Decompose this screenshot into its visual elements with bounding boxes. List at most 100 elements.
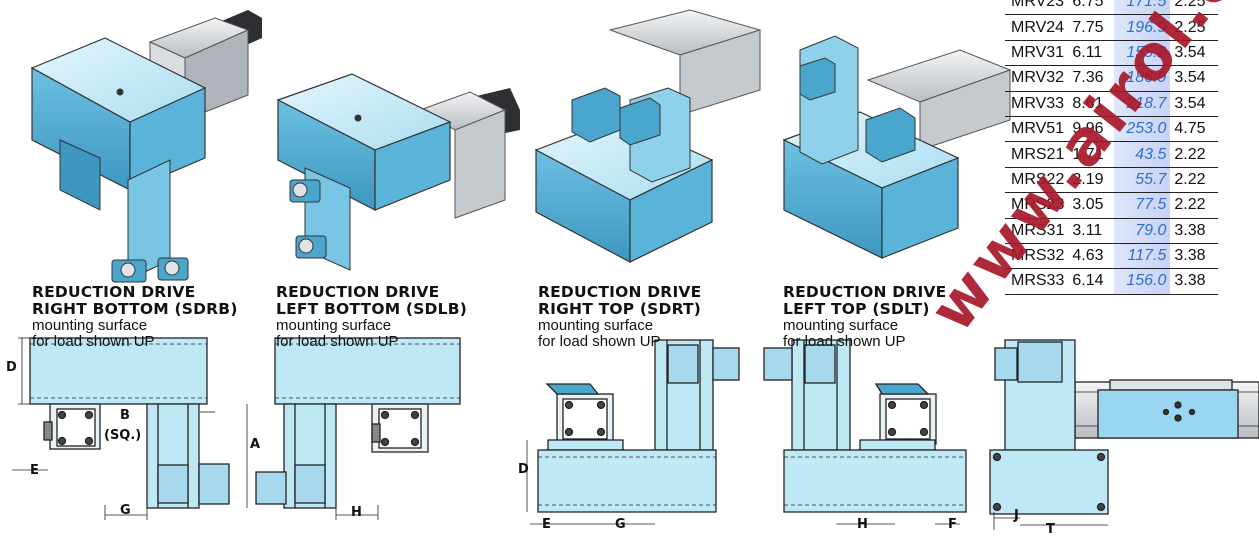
spec-cell-in: 1.71: [1068, 141, 1115, 168]
caption-line: for load shown UP: [783, 333, 906, 350]
spec-cell-w: 2.22: [1170, 141, 1219, 168]
spec-cell-w: 3.38: [1170, 218, 1219, 244]
caption-sdrt-sub: mounting surface for load shown UP: [538, 318, 661, 350]
spec-cell-model: MRV51: [1005, 116, 1069, 143]
spec-cell-w: 3.54: [1170, 91, 1219, 117]
dim-label-a: A: [250, 437, 261, 452]
caption-sdlt-title: REDUCTION DRIVE LEFT TOP (SDLT): [783, 284, 946, 318]
spec-cell-in: 6.14: [1068, 268, 1115, 295]
spec-cell-in: 2.19: [1068, 167, 1115, 194]
caption-line: for load shown UP: [276, 333, 399, 350]
spec-cell-mm: 155.2: [1114, 40, 1171, 67]
spec-cell-mm: 218.7: [1114, 91, 1171, 117]
iso-view-sdrb: [30, 10, 262, 283]
spec-cell-mm: 77.5: [1114, 192, 1171, 219]
spec-cell-in: 3.05: [1068, 192, 1115, 219]
spec-cell-in: 6.75: [1068, 0, 1115, 16]
caption-line: mounting surface: [32, 317, 148, 334]
caption-line: REDUCTION DRIVE: [32, 283, 196, 301]
spec-cell-w: 2.22: [1170, 192, 1219, 219]
caption-line: for load shown UP: [32, 333, 155, 350]
iso-view-sdlb: [276, 73, 520, 271]
dim-label-e: E: [542, 517, 551, 532]
spec-cell-w: 2.22: [1170, 167, 1219, 194]
dim-label-e: E: [30, 463, 39, 478]
caption-sdrb-sub: mounting surface for load shown UP: [32, 318, 155, 350]
spec-cell-mm: 171.5: [1114, 0, 1171, 16]
spec-cell-model: MRS22: [1005, 167, 1069, 194]
ortho-view-sdlt: [763, 339, 967, 525]
spec-cell-mm: 186.9: [1114, 65, 1171, 92]
dim-label-f: F: [948, 517, 957, 532]
ortho-view-sdrb: [12, 337, 230, 520]
dim-label-b: B: [120, 408, 130, 423]
spec-cell-in: 6.11: [1068, 40, 1115, 67]
caption-line: for load shown UP: [538, 333, 661, 350]
dim-label-h: H: [351, 505, 362, 520]
spec-cell-mm: 156.0: [1114, 268, 1171, 295]
dim-label-d: D: [6, 360, 17, 375]
caption-line: LEFT BOTTOM (SDLB): [276, 300, 468, 318]
spec-cell-mm: 253.0: [1114, 116, 1171, 143]
spec-cell-model: MRV24: [1005, 14, 1069, 41]
caption-line: mounting surface: [538, 317, 654, 334]
spec-cell-model: MRS21: [1005, 141, 1069, 168]
spec-cell-model: MRV33: [1005, 91, 1069, 117]
spec-cell-w: 3.38: [1170, 243, 1219, 270]
spec-cell-mm: 43.5: [1114, 141, 1171, 168]
caption-line: LEFT TOP (SDLT): [783, 300, 930, 318]
caption-sdlt-sub: mounting surface for load shown UP: [783, 318, 906, 350]
spec-cell-w: 3.54: [1170, 40, 1219, 67]
caption-line: REDUCTION DRIVE: [538, 283, 702, 301]
spec-cell-in: 7.75: [1068, 14, 1115, 41]
dim-label-sq: (SQ.): [104, 428, 142, 443]
caption-line: mounting surface: [783, 317, 899, 334]
spec-cell-w: 3.38: [1170, 268, 1219, 295]
spec-cell-model: MRV32: [1005, 65, 1069, 92]
spec-cell-w: 4.75: [1170, 116, 1219, 143]
caption-line: RIGHT TOP (SDRT): [538, 300, 702, 318]
ortho-view-sdlb: [246, 337, 461, 520]
dim-label-h: H: [857, 517, 868, 532]
caption-line: RIGHT BOTTOM (SDRB): [32, 300, 238, 318]
caption-sdrt-title: REDUCTION DRIVE RIGHT TOP (SDRT): [538, 284, 701, 318]
spec-cell-in: 8.61: [1068, 91, 1115, 117]
spec-cell-w: 2.25: [1170, 0, 1219, 16]
spec-cell-model: MRS23: [1005, 192, 1069, 219]
dim-label-g: G: [615, 517, 626, 532]
caption-sdlb-title: REDUCTION DRIVE LEFT BOTTOM (SDLB): [276, 284, 467, 318]
caption-sdrb-title: REDUCTION DRIVE RIGHT BOTTOM (SDRB): [32, 284, 238, 318]
spec-cell-in: 7.36: [1068, 65, 1115, 92]
dim-label-d: D: [518, 462, 529, 477]
iso-view-sdlt: [782, 35, 1012, 259]
ortho-view-side: [989, 339, 1259, 530]
dim-label-g: G: [120, 503, 131, 518]
spec-cell-in: 4.63: [1068, 243, 1115, 270]
spec-cell-mm: 79.0: [1114, 218, 1171, 244]
spec-cell-w: 2.25: [1170, 14, 1219, 41]
spec-cell-mm: 55.7: [1114, 167, 1171, 194]
ortho-view-sdrt: [526, 339, 740, 525]
caption-line: mounting surface: [276, 317, 392, 334]
dim-label-t: T: [1046, 522, 1055, 537]
dim-label-j: J: [1014, 508, 1019, 523]
spec-cell-model: MRS31: [1005, 218, 1069, 244]
spec-cell-in: 3.11: [1068, 218, 1115, 244]
spec-cell-model: MRV23: [1005, 0, 1069, 16]
caption-line: REDUCTION DRIVE: [783, 283, 947, 301]
spec-cell-mm: 196.9: [1114, 14, 1171, 41]
spec-cell-mm: 117.5: [1114, 243, 1171, 270]
